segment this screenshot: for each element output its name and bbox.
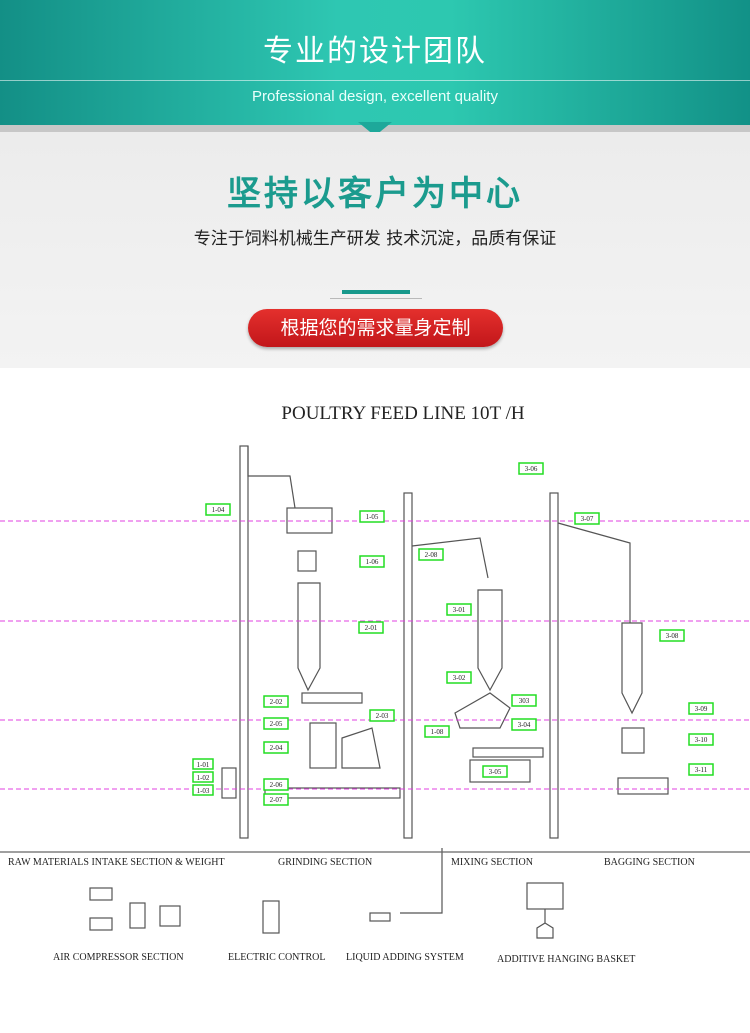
svg-text:2-06: 2-06 [270,781,283,789]
tag-3-09: 3-09 [688,702,714,715]
aux-air-compressor: AIR COMPRESSOR SECTION [53,952,184,963]
tag-3-04: 3-04 [511,718,537,731]
tag-1-02: 1-02 [192,771,214,783]
aux-electric-control: ELECTRIC CONTROL [228,952,326,963]
tag-3-06: 3-06 [518,462,544,475]
hero-headline: 坚持以客户为中心 [227,174,523,214]
svg-text:2-02: 2-02 [270,698,283,706]
hero-accent-rule [330,298,422,299]
svg-text:3-04: 3-04 [518,721,531,729]
tag-1-01: 1-01 [192,758,214,770]
tag-1-03: 1-03 [192,784,214,796]
svg-text:1-05: 1-05 [366,513,379,521]
section-labels: RAW MATERIALS INTAKE SECTION & WEIGHT GR… [8,857,695,868]
svg-text:1-08: 1-08 [431,728,444,736]
svg-text:2-03: 2-03 [376,712,389,720]
svg-text:2-05: 2-05 [270,720,283,728]
banner-subtitle: Professional design, excellent quality [252,88,498,105]
hero-tagline: 专注于饲料机械生产研发 技术沉淀，品质有保证 [193,229,557,249]
tag-3-01: 3-01 [446,603,472,616]
tag-2-01: 2-01 [358,621,384,634]
customize-button[interactable]: 根据您的需求量身定制 [248,309,503,347]
svg-text:3-05: 3-05 [489,768,502,776]
section-mixing: MIXING SECTION [451,857,533,868]
tag-1-08: 1-08 [424,725,450,738]
hero-accent-bar [342,290,410,294]
tag-3-10: 3-10 [688,733,714,746]
diagram-drawing [0,445,750,939]
svg-text:1-01: 1-01 [197,761,210,769]
aux-labels: AIR COMPRESSOR SECTION ELECTRIC CONTROL … [53,952,635,965]
svg-text:3-11: 3-11 [695,766,708,774]
svg-text:2-08: 2-08 [425,551,438,559]
process-diagram: POULTRY FEED LINE 10T /H 1-04 1-05 1-06 … [0,368,750,1029]
tag-3-07: 3-07 [574,512,600,525]
tag-2-07: 2-07 [263,793,289,806]
svg-text:303: 303 [519,697,530,705]
tag-labels: 1-04 1-05 1-06 2-01 2-02 2-05 2-04 2-06 … [192,462,714,806]
svg-text:3-07: 3-07 [581,515,594,523]
svg-text:3-02: 3-02 [453,674,466,682]
tag-3-05: 3-05 [482,765,508,778]
tag-2-02: 2-02 [263,695,289,708]
tag-3-02: 3-02 [446,671,472,684]
aux-liquid-adding: LIQUID ADDING SYSTEM [346,952,464,963]
svg-text:1-03: 1-03 [197,787,210,795]
section-raw-materials: RAW MATERIALS INTAKE SECTION & WEIGHT [8,857,225,868]
svg-text:2-01: 2-01 [365,624,378,632]
banner-title: 专业的设计团队 [263,34,487,69]
svg-text:3-01: 3-01 [453,606,466,614]
banner-divider [0,80,750,81]
svg-text:1-06: 1-06 [366,558,379,566]
tag-1-05: 1-05 [359,510,385,523]
tag-3-08: 3-08 [659,629,685,642]
svg-text:3-10: 3-10 [695,736,708,744]
aux-additive-basket: ADDITIVE HANGING BASKET [497,954,635,965]
hero-section: 坚持以客户为中心 专注于饲料机械生产研发 技术沉淀，品质有保证 根据您的需求量身… [0,132,750,368]
tag-2-06: 2-06 [263,778,289,791]
tag-2-03: 2-03 [369,709,395,722]
svg-text:3-09: 3-09 [695,705,708,713]
tag-3-11: 3-11 [688,763,714,776]
svg-text:2-07: 2-07 [270,796,283,804]
svg-text:2-04: 2-04 [270,744,283,752]
tag-1-04: 1-04 [205,503,231,516]
tag-2-04: 2-04 [263,741,289,754]
tag-1-06: 1-06 [359,555,385,568]
svg-text:1-02: 1-02 [197,774,210,782]
tag-303: 303 [511,694,537,707]
section-bagging: BAGGING SECTION [604,857,695,868]
svg-text:1-04: 1-04 [212,506,225,514]
header-banner: 专业的设计团队 Professional design, excellent q… [0,0,750,125]
tag-2-08: 2-08 [418,548,444,561]
svg-text:3-06: 3-06 [525,465,538,473]
svg-text:3-08: 3-08 [666,632,679,640]
section-grinding: GRINDING SECTION [278,857,372,868]
guide-lines [0,520,750,790]
tag-2-05: 2-05 [263,717,289,730]
diagram-title: POULTRY FEED LINE 10T /H [281,403,524,424]
